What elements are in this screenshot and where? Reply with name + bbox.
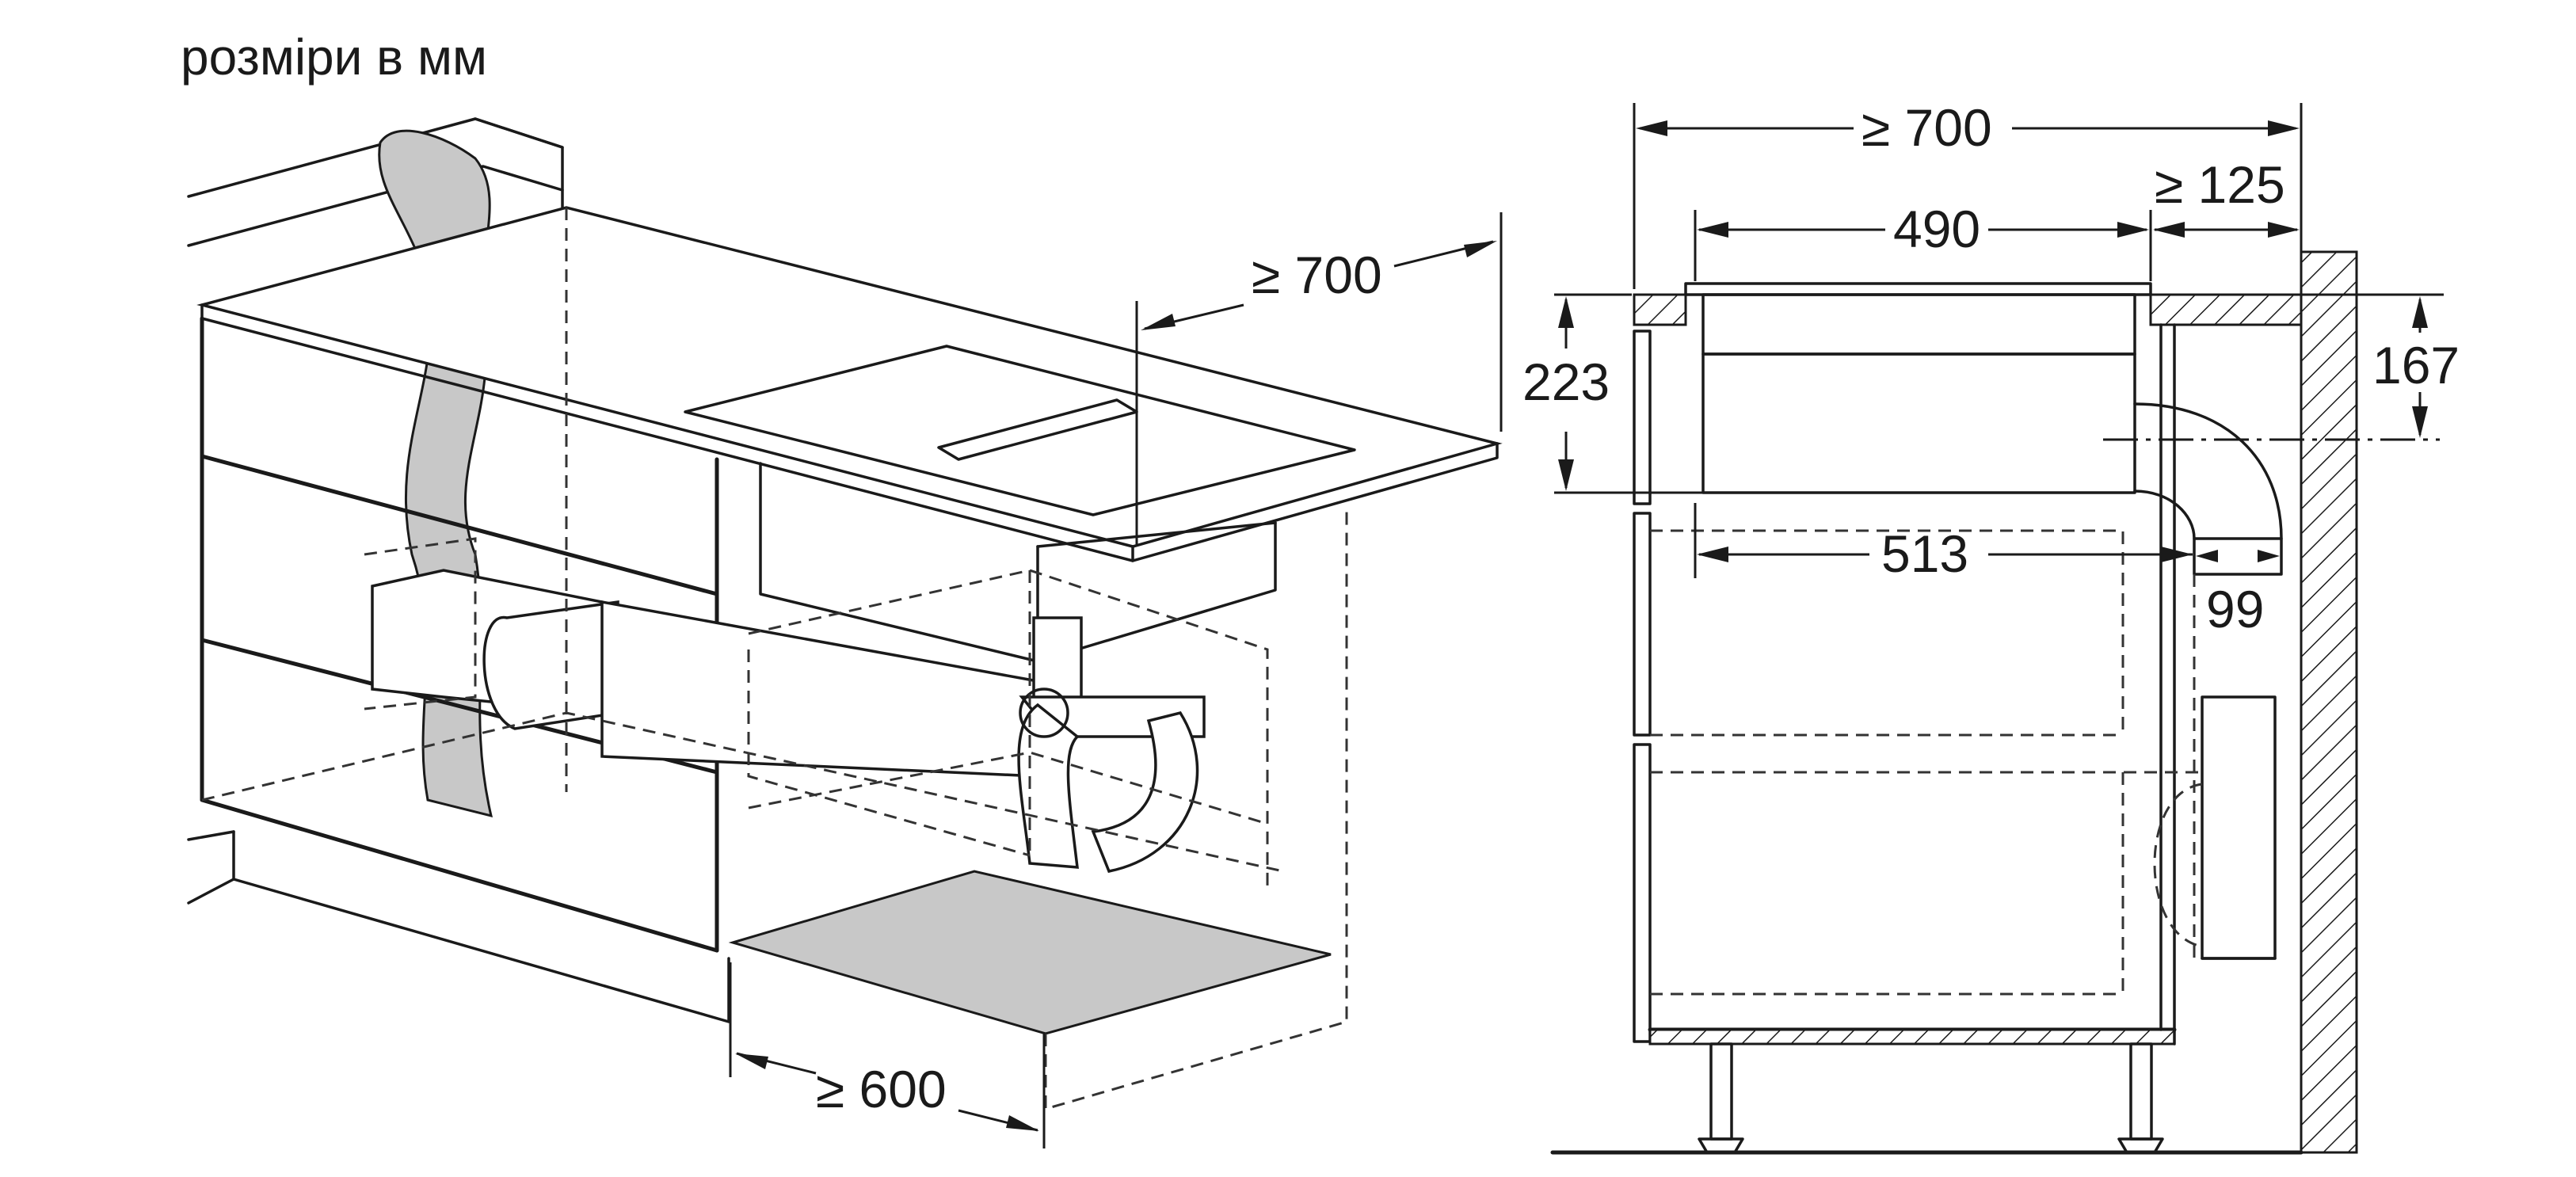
base-panel	[728, 870, 1332, 1035]
iso-dimension-lines	[729, 212, 1503, 1148]
page-title: розміри в мм	[181, 29, 487, 86]
isometric-view	[187, 117, 1503, 1148]
worktop-left	[1633, 293, 1687, 326]
dim-unit-depth: 513	[1881, 524, 1968, 583]
dim-side-total: ≥ 700	[1862, 98, 1992, 157]
side-dimension-lines	[1554, 103, 2444, 578]
hob-section	[1684, 282, 2152, 494]
worktop-right	[2149, 293, 2303, 326]
side-view	[1550, 103, 2444, 1155]
cabinet-front	[1633, 323, 2177, 1046]
countertop	[196, 206, 1503, 562]
back-wall	[187, 117, 564, 247]
duct-system	[371, 569, 1206, 874]
hidden-lines	[201, 208, 1348, 1110]
dim-hob-depth: 490	[1893, 200, 1980, 258]
dim-iso-width: ≥ 600	[816, 1060, 947, 1118]
dim-side-gap: ≥ 125	[2155, 155, 2285, 214]
dim-iso-depth: ≥ 700	[1252, 246, 1382, 304]
dim-hob-height: 223	[1522, 352, 1610, 411]
side-hidden-lines	[1650, 529, 2203, 996]
cabinet-feet	[1698, 1042, 2164, 1154]
duct-bend	[2133, 402, 2283, 960]
dim-duct-height: 167	[2372, 336, 2460, 394]
dim-duct-width: 99	[2206, 580, 2264, 638]
wall	[2300, 250, 2358, 1154]
